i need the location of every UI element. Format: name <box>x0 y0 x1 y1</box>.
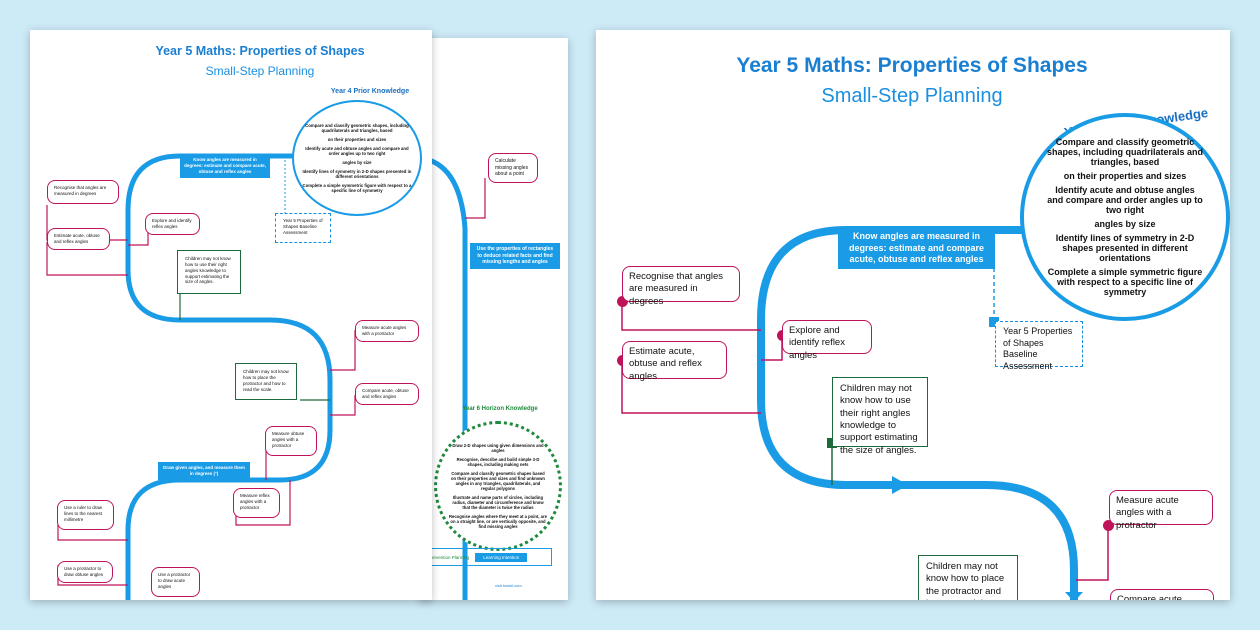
explore-box: Explore and identify reflex angles <box>782 320 872 361</box>
legend-learning: Learning Intention <box>475 552 528 562</box>
thumb-baseline: Year 5 Properties of Shapes Baseline Ass… <box>275 213 331 243</box>
thumb-ruler: Use a ruler to draw lines to the nearest… <box>57 500 114 530</box>
legend-intervention: Intervention Planning <box>427 554 470 560</box>
prior-item: angles by size <box>342 160 372 165</box>
prior-item: Complete a simple symmetric figure with … <box>1047 267 1203 297</box>
prior-item: on their properties and sizes <box>1063 171 1187 181</box>
zoomed-page: Year 5 Maths: Properties of Shapes Small… <box>596 30 1230 600</box>
page-subtitle: Small-Step Planning <box>821 85 1003 107</box>
thumb-measure-acute: Measure acute angles with a protractor <box>355 320 419 342</box>
thumb-misc2: Children may not know how to place the p… <box>235 363 297 400</box>
thumb-prior-heading: Year 4 Prior Knowledge <box>330 88 410 95</box>
thumb-draw-acute: Use a protractor to draw acute angles <box>151 567 200 597</box>
zoomed-path <box>621 226 1109 600</box>
know-angles-banner: Know angles are measured in degrees: est… <box>838 228 995 270</box>
recognise-box: Recognise that angles are measured in de… <box>622 266 740 307</box>
thumb-draw-banner: Draw given angles, and measure them in d… <box>158 462 250 480</box>
back-page: Calculate missing angles about a point U… <box>420 38 568 600</box>
prior-item: on their properties and sizes <box>327 137 387 142</box>
prior-item: Compare and classify geometric shapes, i… <box>1046 137 1204 167</box>
horizon-heading: Year 6 Horizon Knowledge <box>462 406 538 412</box>
site-link[interactable]: visit twinkl.com <box>495 583 522 588</box>
thumb-explore: Explore and identify reflex angles <box>145 213 200 235</box>
horizon-item: Illustrate and name parts of circles, in… <box>452 495 544 510</box>
measure-acute-box: Measure acute angles with a protractor <box>1109 490 1213 531</box>
compare-box: Compare acute, obtuse and reflex angles <box>1110 589 1214 600</box>
thumb-compare: Compare acute, obtuse and reflex angles <box>355 383 419 405</box>
estimate-box: Estimate acute, obtuse and reflex angles <box>622 341 727 382</box>
node-dot <box>617 296 628 307</box>
thumb-title: Year 5 Maths: Properties of Shapes <box>155 44 365 58</box>
thumb-subtitle: Small-Step Planning <box>205 64 315 78</box>
horizon-item: Recognise angles where they meet at a po… <box>449 514 547 529</box>
prior-item: Complete a simple symmetric figure with … <box>302 183 412 193</box>
thumb-recognise: Recognise that angles are measured in de… <box>47 180 119 204</box>
thumb-measure-reflex: Measure reflex angles with a protractor <box>233 488 280 518</box>
prior-item: Identify lines of symmetry in 2-D shapes… <box>1055 233 1195 263</box>
thumb-measure-obtuse: Measure obtuse angles with a protractor <box>265 426 317 456</box>
rectangles-banner: Use the properties of rectangles to dedu… <box>470 243 560 269</box>
legend: Intervention Planning Learning Intention <box>420 548 552 566</box>
baseline-assessment: Year 5 Properties of Shapes Baseline Ass… <box>995 321 1083 371</box>
front-path <box>46 153 356 600</box>
thumb-know-banner: Know angles are measured in degrees: est… <box>180 154 270 178</box>
front-page-thumbnail: Year 5 Maths: Properties of Shapes Small… <box>30 30 432 600</box>
prior-item: Compare and classify geometric shapes, i… <box>305 123 409 133</box>
thumb-draw-obtuse: Use a protractor to draw obtuse angles <box>57 561 113 583</box>
misconception-right-angles: Children may not know how to use their r… <box>832 377 928 456</box>
prior-item: Identify acute and obtuse angles and com… <box>305 146 409 156</box>
horizon-item: Draw 2-D shapes using given dimensions a… <box>452 443 544 453</box>
prior-item: Identify lines of symmetry in 2-D shapes… <box>302 169 412 179</box>
horizon-circle: Draw 2-D shapes using given dimensions a… <box>434 421 562 551</box>
prior-knowledge-circle: Compare and classify geometric shapes, i… <box>1020 113 1230 321</box>
thumb-estimate: Estimate acute, obtuse and reflex angles <box>47 228 110 250</box>
horizon-item: Recognise, describe and build simple 3-D… <box>456 457 540 467</box>
misconception-protractor: Children may not know how to place the p… <box>918 555 1018 600</box>
thumb-prior-circle: Compare and classify geometric shapes, i… <box>292 100 422 216</box>
prior-item: Identify acute and obtuse angles and com… <box>1047 185 1203 215</box>
page-title: Year 5 Maths: Properties of Shapes <box>736 54 1088 77</box>
thumb-misc1: Children may not know how to use their r… <box>177 250 241 294</box>
prior-item: angles by size <box>1094 219 1156 229</box>
horizon-item: Compare and classify geometric shapes ba… <box>451 471 545 491</box>
node-dot <box>1103 520 1114 531</box>
calculate-box: Calculate missing angles about a point <box>488 153 538 183</box>
